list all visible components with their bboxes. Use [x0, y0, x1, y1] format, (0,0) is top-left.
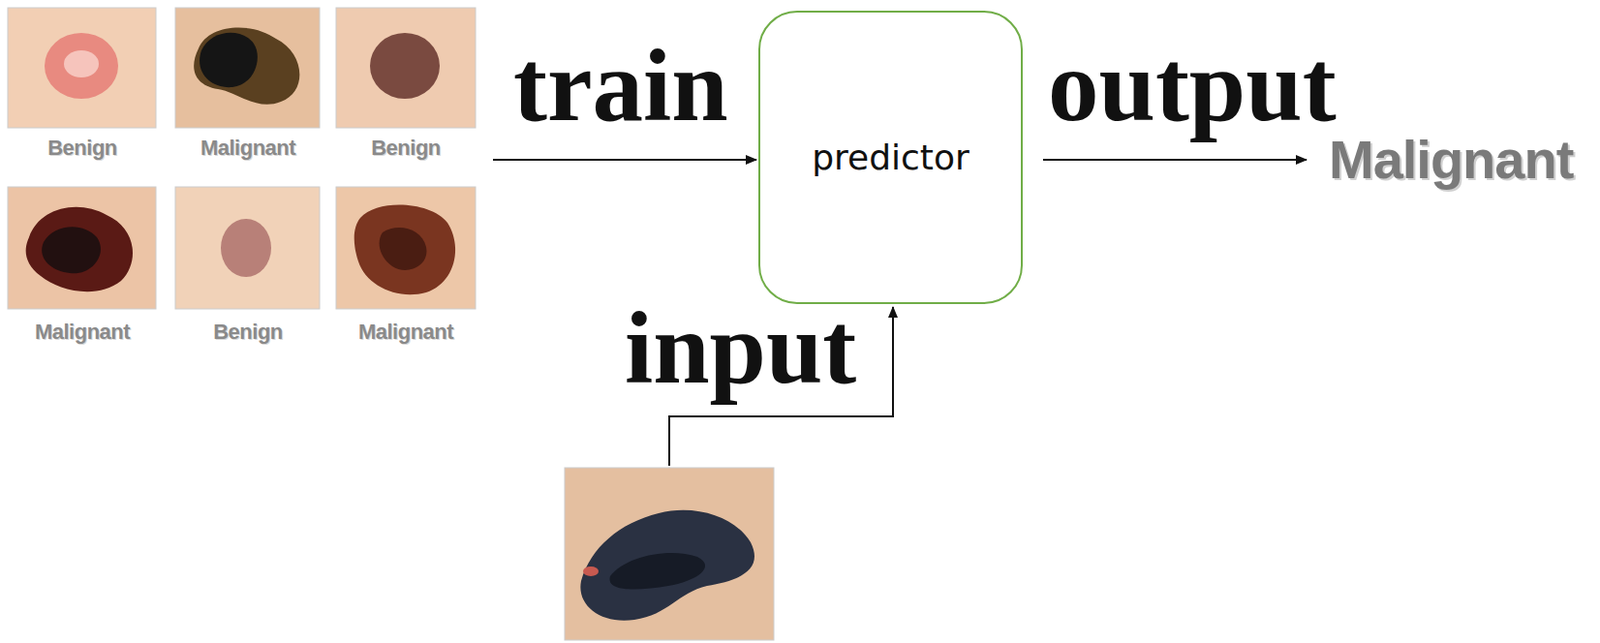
step-label: train [513, 34, 729, 137]
lesion-input [564, 467, 774, 641]
step-label: output [1047, 34, 1337, 137]
lesion-thumb [175, 7, 320, 128]
class-label: Benign [213, 321, 283, 343]
lesion-thumb [336, 7, 476, 128]
class-label: Malignant [34, 321, 130, 343]
class-label: Benign [47, 137, 118, 159]
class-label: Benign [370, 137, 441, 159]
train-arrow [492, 158, 757, 161]
class-label: Malignant [200, 137, 296, 159]
process-box: predictor [758, 10, 1023, 305]
lesion-thumb [7, 186, 156, 309]
lesion-thumb [175, 186, 320, 309]
result-label: Malignant [1328, 132, 1573, 187]
lesion-thumb [7, 7, 156, 128]
class-label: Malignant [358, 321, 454, 343]
node-label: predictor [811, 137, 970, 178]
output-arrow [1043, 158, 1307, 161]
step-label: input [624, 297, 857, 400]
lesion-thumb [336, 186, 476, 309]
